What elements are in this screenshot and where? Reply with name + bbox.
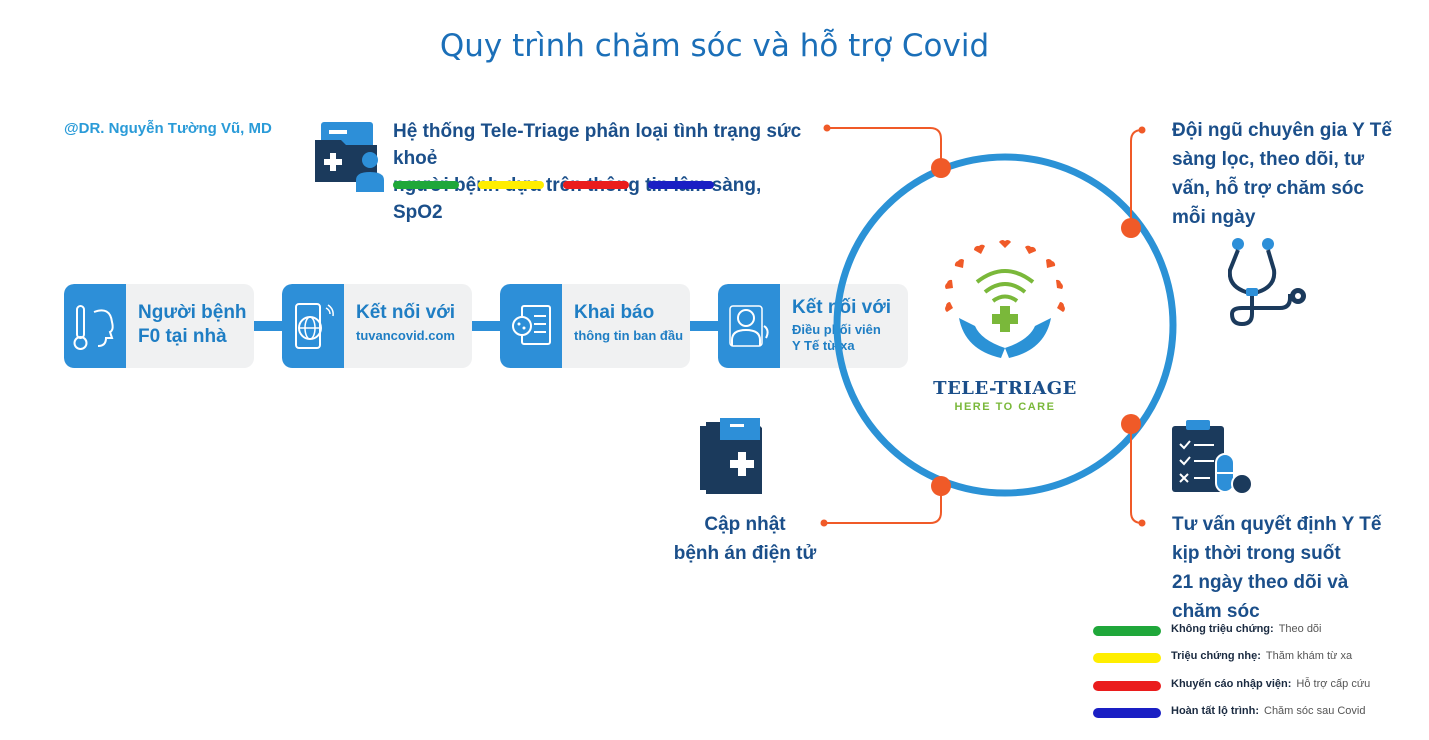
triage-line-1: Hệ thống Tele-Triage phân loại tình trạn… bbox=[393, 121, 802, 169]
checklist-pills-icon bbox=[1172, 420, 1253, 495]
medical-records-icon bbox=[700, 418, 762, 494]
legend-swatch-yellow bbox=[1093, 653, 1161, 663]
triage-bar-blue bbox=[648, 181, 714, 189]
step-2-subtitle: tuvancovid.com bbox=[356, 328, 455, 343]
legend-swatch-green bbox=[1093, 626, 1161, 636]
step-connector bbox=[690, 321, 718, 331]
step-1-title: Người bệnh F0 tại nhà bbox=[138, 302, 247, 347]
step-4-title: Kết nối với bbox=[792, 297, 892, 318]
update-records-text: Cập nhật bệnh án điện tử bbox=[673, 514, 817, 564]
logo-tagline: HERE TO CARE bbox=[954, 401, 1056, 413]
stethoscope-icon bbox=[1228, 238, 1306, 327]
legend-swatch-blue bbox=[1093, 708, 1161, 718]
triage-bar-green bbox=[393, 181, 459, 189]
step-2-title: Kết nối với bbox=[356, 302, 456, 323]
triage-bar-yellow bbox=[478, 181, 544, 189]
ring-node-records bbox=[931, 476, 951, 496]
diagram-title: Quy trình chăm sóc và hỗ trợ Covid bbox=[439, 28, 990, 64]
triage-ring bbox=[833, 153, 1177, 497]
virus-form-icon bbox=[512, 305, 551, 345]
decision-text: Tư vấn quyết định Y Tế kịp thời trong su… bbox=[1172, 514, 1382, 622]
medical-folder-icon bbox=[315, 122, 384, 192]
step-patient-home: Người bệnh F0 tại nhà bbox=[64, 284, 254, 368]
patient-thermometer-icon bbox=[73, 305, 114, 350]
author-credit: @DR. Nguyễn Tường Vũ, MD bbox=[64, 120, 272, 137]
step-connector bbox=[472, 321, 500, 331]
ring-node-decision bbox=[1121, 414, 1141, 434]
tele-triage-logo-icon bbox=[945, 240, 1065, 358]
link-line-records bbox=[824, 486, 942, 524]
step-3-title: Khai báo bbox=[574, 302, 655, 323]
ring-node-experts bbox=[1121, 218, 1141, 238]
step-connect-coordinator: Kết nối với Điều phối viên Y Tế từ xa bbox=[718, 284, 908, 368]
ring-node-triage bbox=[931, 158, 951, 178]
phone-globe-icon bbox=[295, 303, 334, 349]
triage-bar-red bbox=[563, 181, 629, 189]
step-connect-website: Kết nối với tuvancovid.com bbox=[282, 284, 472, 368]
step-3-subtitle: thông tin ban đầu bbox=[574, 328, 684, 343]
link-line-triage bbox=[827, 127, 942, 168]
step-connector bbox=[254, 321, 282, 331]
triage-description: Hệ thống Tele-Triage phân loại tình trạn… bbox=[393, 118, 813, 226]
experts-text: Đội ngũ chuyên gia Y Tế sàng lọc, theo d… bbox=[1172, 120, 1392, 228]
legend-swatch-red bbox=[1093, 681, 1161, 691]
logo-name: TELE-TRIAGE bbox=[933, 378, 1077, 399]
coordinator-icon bbox=[729, 305, 769, 347]
step-declare-info: Khai báo thông tin ban đầu bbox=[500, 284, 690, 368]
